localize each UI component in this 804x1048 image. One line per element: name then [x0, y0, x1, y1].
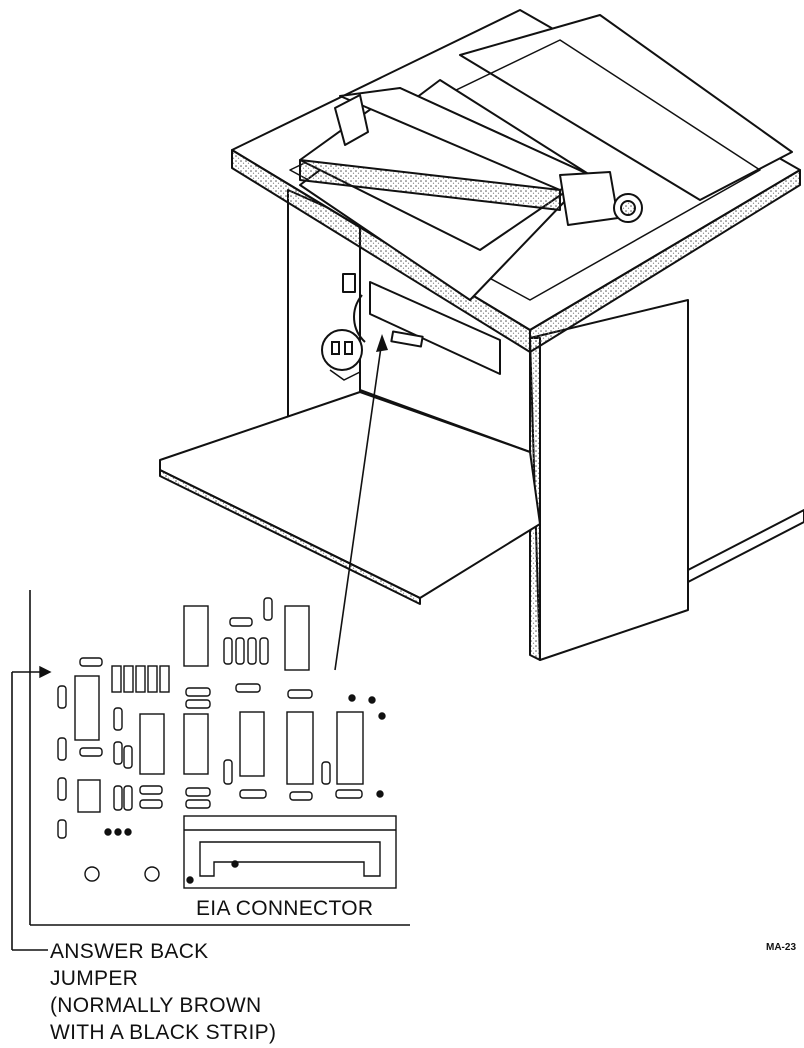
jumper-detail: [321, 329, 363, 381]
ic: [336, 711, 364, 785]
ic: [183, 713, 209, 775]
pointer-arrowhead: [376, 334, 388, 352]
ic: [284, 605, 310, 671]
pointer-line: [334, 339, 383, 671]
ic: [139, 713, 165, 775]
right-pedestal-side: [529, 299, 689, 661]
figure-number: MA-23: [766, 942, 797, 953]
ic: [286, 711, 314, 785]
platen-front: [299, 159, 561, 211]
ic: [77, 779, 101, 813]
ic: [74, 675, 100, 741]
interior-switch: [342, 273, 356, 293]
jumper-label-line: (NORMALLY BROWN: [50, 994, 262, 1017]
desk-top-side: [529, 169, 801, 353]
jumper-label-line: ANSWER BACK: [50, 940, 209, 963]
circuit-board: [11, 590, 410, 951]
interior-connector: [390, 330, 424, 348]
ic: [239, 711, 265, 777]
jumper-magnifier: [321, 329, 363, 371]
paper-tray: [369, 281, 501, 375]
eia-connector-label: EIA CONNECTOR: [196, 897, 374, 920]
terminal-cabinet: [159, 9, 804, 661]
jumper-label-line: WITH A BLACK STRIP): [50, 1021, 277, 1044]
carriage-left: [334, 94, 369, 146]
desk-top-recess: [459, 14, 793, 201]
shelf-edge: [159, 469, 421, 605]
ic: [183, 605, 209, 667]
jumper-label-line: JUMPER: [50, 967, 139, 990]
carriage-right: [559, 171, 619, 226]
pedestal-foot: [687, 509, 804, 583]
